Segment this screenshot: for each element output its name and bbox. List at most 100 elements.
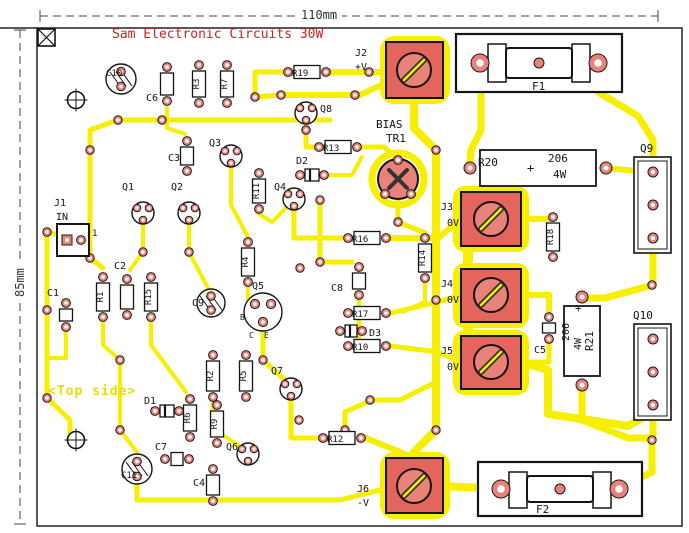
- component-Q4: [282, 187, 306, 211]
- mounting-hole: [64, 88, 88, 112]
- component-F1: [454, 32, 624, 94]
- copper-trace: [128, 222, 145, 272]
- component-R17: [343, 305, 391, 321]
- copper-trace: [317, 197, 355, 265]
- silk-label: R21: [583, 331, 596, 351]
- via-pad: [258, 355, 268, 365]
- silk-label: Q7: [271, 366, 283, 377]
- copper-trace: [578, 381, 657, 442]
- component-Q7: [279, 377, 303, 401]
- silk-label: D1: [144, 396, 156, 407]
- mounting-hole: [64, 428, 88, 452]
- silk-label: -V: [357, 498, 369, 509]
- component-R21: [563, 290, 601, 392]
- silk-label: 0V: [447, 218, 459, 229]
- silk-label: TR1: [386, 132, 406, 145]
- component-Q6: [236, 442, 260, 466]
- copper-trace: [327, 155, 364, 177]
- via-pad: [250, 92, 260, 102]
- copper-trace: [187, 222, 211, 292]
- copper-trace: [517, 358, 657, 430]
- component-R16: [343, 230, 391, 246]
- component-Q8: [294, 101, 318, 125]
- fiducial-mark: [37, 28, 56, 47]
- component-C6: [159, 62, 175, 106]
- silk-label: R13: [323, 144, 339, 154]
- component-R18: [545, 212, 561, 262]
- silk-label: Q10: [633, 309, 653, 322]
- silk-label: C3: [168, 153, 180, 164]
- via-pad: [431, 425, 441, 435]
- via-pad: [364, 67, 374, 77]
- silk-label: R1: [96, 292, 106, 303]
- silk-label: C6: [146, 93, 158, 104]
- via-pad: [315, 195, 325, 205]
- copper-trace: [594, 88, 657, 170]
- via-pad: [184, 247, 194, 257]
- silk-label: +: [575, 302, 582, 315]
- component-R2: [205, 350, 221, 402]
- board-title: Sam Electronic Circuits 30W: [112, 27, 324, 42]
- dimension-height-label: 85mm: [13, 263, 27, 302]
- component-C9: [196, 288, 226, 318]
- via-pad: [431, 295, 441, 305]
- copper-trace: [410, 94, 440, 462]
- silk-label: 206: [561, 323, 572, 341]
- component-Q10: [633, 323, 672, 421]
- component-R11: [251, 168, 267, 214]
- component-Q3: [219, 144, 243, 168]
- silk-label: Q6: [226, 442, 238, 453]
- component-C11: [121, 453, 153, 485]
- component-R6: [182, 394, 198, 442]
- silk-label: +: [527, 161, 534, 175]
- silk-label: C10: [106, 69, 122, 79]
- copper-trace: [257, 205, 289, 224]
- silk-label: C9: [192, 298, 204, 309]
- silk-label: R17: [352, 310, 368, 320]
- component-C1: [58, 298, 74, 332]
- silk-label: R6: [183, 413, 193, 424]
- copper-trace: [518, 341, 552, 365]
- silk-label: Q5: [252, 281, 264, 292]
- via-pad: [350, 90, 360, 100]
- silk-label: C4: [193, 478, 205, 489]
- via-pad: [431, 145, 441, 155]
- via-pad: [85, 145, 95, 155]
- via-pad: [115, 355, 125, 365]
- silk-label: Q3: [209, 138, 221, 149]
- silk-label: R16: [352, 235, 368, 245]
- component-R9: [209, 400, 225, 448]
- component-C4: [205, 464, 221, 506]
- silk-label: Q8: [320, 104, 332, 115]
- via-pad: [393, 217, 403, 227]
- component-Q9: [633, 156, 672, 254]
- component-R1: [95, 272, 111, 322]
- via-pad: [157, 115, 167, 125]
- silk-label: C2: [114, 261, 126, 272]
- silk-label: D2: [296, 156, 308, 167]
- silk-label: 0V: [447, 362, 459, 373]
- component-Q1: [131, 201, 155, 225]
- silk-label: R9: [210, 419, 220, 430]
- silk-label: J6: [357, 484, 369, 495]
- silk-label: C11: [121, 471, 137, 481]
- silk-label: F2: [536, 503, 549, 516]
- silk-label: J1: [54, 198, 66, 209]
- component-R15: [143, 272, 159, 322]
- component-R5: [238, 350, 254, 402]
- component-TR1: [377, 155, 419, 200]
- via-pad: [42, 305, 52, 315]
- silk-label: C8: [331, 283, 343, 294]
- silk-label: BIAS: [376, 118, 403, 131]
- via-pad: [138, 247, 148, 257]
- copper-trace: [149, 320, 188, 394]
- component-D2: [295, 168, 329, 182]
- component-R10: [343, 338, 391, 354]
- component-Q5: [243, 292, 283, 332]
- silk-label: Q2: [171, 182, 183, 193]
- dimension-width-label: 110mm: [296, 8, 343, 22]
- copper-trace: [44, 229, 73, 443]
- copper-trace: [466, 88, 485, 166]
- component-J5: [460, 335, 522, 390]
- silk-label: +V: [355, 62, 367, 73]
